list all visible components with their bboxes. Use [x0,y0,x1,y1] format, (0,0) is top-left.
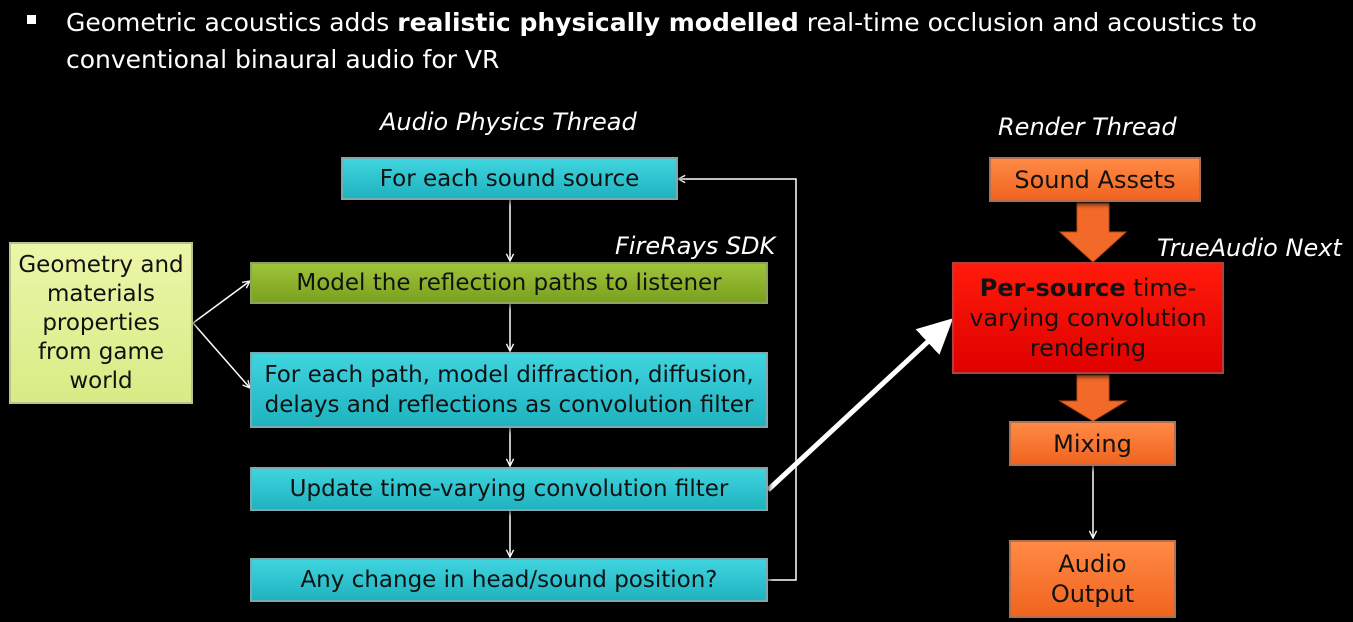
audio-physics-thread-label: Audio Physics Thread [380,108,637,136]
per-source-text: Per-source time-varying convolution rend… [960,273,1216,363]
firerays-sdk-label: FireRays SDK [615,232,776,260]
flow-arrows [192,179,1093,581]
model-reflection-paths-box: Model the reflection paths to listener [250,262,768,304]
bullet-text: Geometric acoustics adds realistic physi… [66,4,1326,78]
geometry-materials-box: Geometry and materials properties from g… [9,242,193,404]
per-source-bold: Per-source [979,274,1126,302]
mixing-box: Mixing [1009,421,1176,466]
bullet-text-end: real-time occlusion and acoustics to con… [66,8,1257,74]
bullet-square-icon [27,15,36,24]
trueaudio-next-label: TrueAudio Next [1157,234,1342,262]
model-diffraction-box: For each path, model diffraction, diffus… [250,352,768,428]
render-thread-label: Render Thread [998,113,1177,141]
per-source-convolution-box: Per-source time-varying convolution rend… [952,262,1224,374]
bullet-text-bold: realistic physically modelled [397,8,799,37]
bullet-text-start: Geometric acoustics adds [66,8,398,37]
audio-output-box: Audio Output [1009,540,1176,618]
per-source-rest: time-varying convolution rendering [969,274,1207,362]
block-arrow-down-1 [1058,202,1128,263]
update-convolution-filter-box: Update time-varying convolution filter [250,467,768,511]
block-arrow-down-2 [1058,374,1128,422]
for-each-sound-source-box: For each sound source [341,157,678,200]
sound-assets-box: Sound Assets [989,157,1201,202]
any-change-position-box: Any change in head/sound position? [250,558,768,602]
